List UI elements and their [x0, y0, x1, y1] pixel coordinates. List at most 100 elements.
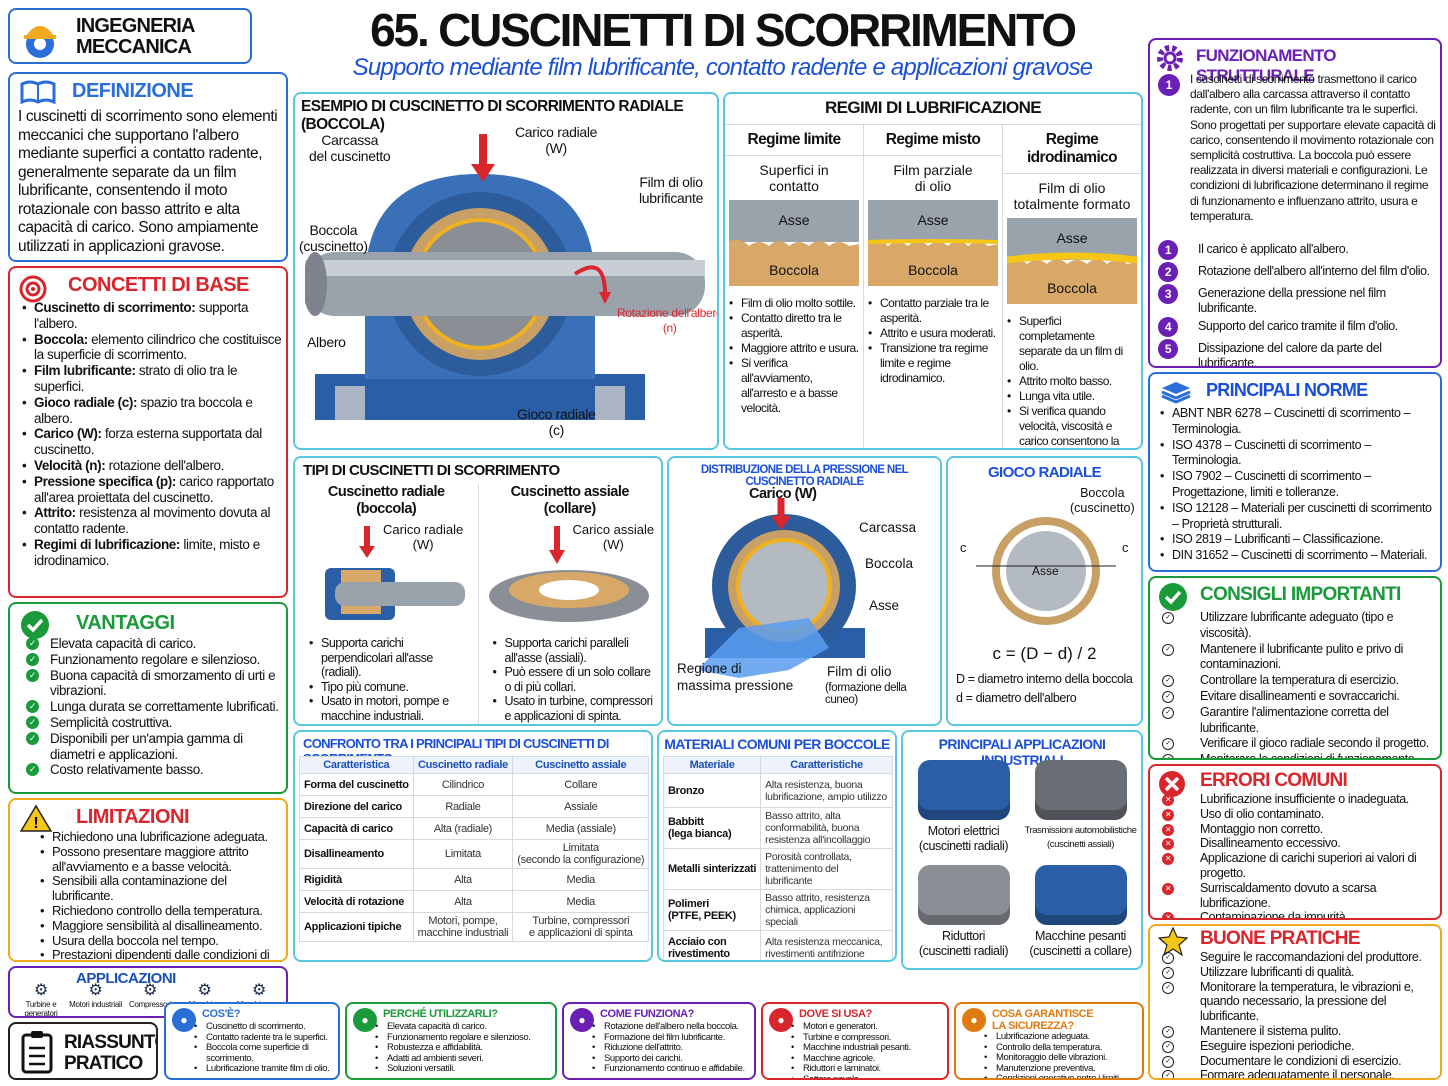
- footer-heading: DOVE SI USA?: [799, 1008, 872, 1020]
- pratica-item: ✓Seguire le raccomandazioni del produtto…: [1160, 950, 1440, 965]
- footer-item: Contatto radente tra le superfici.: [194, 1032, 338, 1044]
- tipo-item: Usato in motori, pompe e macchine indust…: [309, 694, 472, 723]
- footer-heading: PERCHÉ UTILIZZARLI?: [383, 1008, 498, 1020]
- tipo-carico: Carico radiale (W): [383, 522, 464, 552]
- footer-item: Elevata capacità di carico.: [375, 1021, 531, 1033]
- table-cell: Radiale: [412, 795, 514, 818]
- riassunto-box: RIASSUNTO PRATICO: [8, 1022, 158, 1080]
- pratica-text: Eseguire ispezioni periodiche.: [1200, 1038, 1355, 1053]
- consigli-heading: CONSIGLI IMPORTANTI: [1200, 584, 1401, 605]
- step-number-badge: 2: [1158, 262, 1178, 282]
- pressione-box: DISTRIBUZIONE DELLA PRESSIONE NEL CUSCIN…: [667, 456, 942, 726]
- concetto-term: Pressione specifica (p):: [34, 473, 176, 489]
- footer-heading: COME FUNZIONA?: [600, 1008, 695, 1020]
- pressione-carcassa: Carcassa: [859, 520, 917, 535]
- errore-text: Montaggio non corretto.: [1200, 821, 1323, 836]
- pressione-heading: DISTRIBUZIONE DELLA PRESSIONE NEL CUSCIN…: [700, 464, 909, 488]
- norma-item: ISO 7902 – Cuscinetti di scorrimento – P…: [1160, 469, 1440, 501]
- step-badge-intro: 1: [1158, 74, 1180, 96]
- vantaggi-box: VANTAGGI ✓Elevata capacità di carico.✓Fu…: [8, 602, 288, 794]
- limitazione-item: Sensibili alla contaminazione del lubrif…: [40, 874, 286, 904]
- table-header-cell: Caratteristiche: [760, 756, 893, 774]
- table-cell: Porosità controllata, trattenimento del …: [760, 848, 893, 890]
- regime-item: Maggiore attrito e usura.: [729, 341, 859, 356]
- errore-text: Lubrificazione insufficiente o inadeguat…: [1200, 792, 1409, 806]
- pressione-carico: Carico (W): [749, 486, 817, 502]
- gioco-diagram: [976, 517, 1116, 625]
- book-icon: [20, 80, 56, 109]
- app-industriale-item: Motori elettrici (cuscinetti radiali): [905, 756, 1022, 861]
- check-icon: ✓: [26, 637, 39, 650]
- gioco-legend2: d = diametro dell'albero: [956, 691, 1077, 705]
- regime-item: Transizione tra regime limite e regime i…: [868, 341, 998, 386]
- footer-item: Turbine e compressori.: [791, 1032, 911, 1044]
- check-icon: ✓: [26, 700, 39, 714]
- table-cell: Media: [512, 868, 650, 891]
- check-outline-icon: ✓: [1162, 1040, 1174, 1053]
- norme-heading: PRINCIPALI NORME: [1206, 380, 1368, 400]
- regime-asse: Asse: [1056, 230, 1088, 246]
- label-carcassa: Carcassa del cuscinetto: [309, 132, 391, 164]
- footer-icon: ●: [769, 1008, 793, 1032]
- concetto-term: Carico (W):: [34, 426, 102, 442]
- table-cell: Direzione del carico: [299, 795, 414, 818]
- funzionamento-intro: I cuscinetti di scorrimento trasmettono …: [1190, 72, 1436, 223]
- gioco-formula: c = (D − d) / 2: [992, 644, 1097, 663]
- pump-icon: [1034, 865, 1127, 925]
- consiglio-text: Garantire l'alimentazione corretta del l…: [1200, 704, 1389, 735]
- footer-icon: ●: [962, 1008, 986, 1032]
- table-cell: Limitata: [412, 839, 514, 869]
- label-film: Film di olio lubrificante: [639, 174, 704, 206]
- tipo-carico: Carico assiale (W): [572, 522, 655, 552]
- tipo-item: Usato in turbine, compressori e applicaz…: [493, 694, 656, 723]
- pratiche-list: ✓Seguire le raccomandazioni del produtto…: [1160, 950, 1440, 1078]
- brand-box: INGEGNERIA MECCANICA: [8, 8, 252, 64]
- footer-card: ●COS'È?Cuscinetto di scorrimento.Contatt…: [164, 1002, 340, 1080]
- errore-item: ✕Contaminazione da impurità.: [1160, 910, 1440, 918]
- check-outline-icon: ✓: [1162, 952, 1174, 964]
- gioco-heading: GIOCO RADIALE: [987, 464, 1102, 481]
- errore-text: Surriscaldamento dovuto a scarsa lubrifi…: [1200, 880, 1377, 910]
- table-cell: Basso attrito, resistenza chimica, appli…: [760, 889, 893, 931]
- x-circle-icon: ✕: [1162, 808, 1174, 821]
- riassunto-label2: PRATICO: [64, 1053, 143, 1074]
- regime-items: Superfici completamente separate da un f…: [1007, 314, 1137, 448]
- funzionamento-box: FUNZIONAMENTO STRUTTURALE 1 I cuscinetti…: [1148, 38, 1442, 368]
- errori-heading: ERRORI COMUNI: [1200, 770, 1348, 791]
- pratica-item: ✓Monitorare la temperatura, le vibrazion…: [1160, 980, 1440, 1024]
- table-cell: Motori, pompe, macchine industriali: [412, 912, 514, 942]
- applicazioni-mini-box: APPLICAZIONI ⚙Turbine e generatori⚙Motor…: [8, 966, 288, 1018]
- reducer-icon: [917, 865, 1010, 925]
- norme-box: PRINCIPALI NORME ABNT NBR 6278 – Cuscine…: [1148, 372, 1442, 572]
- footer-item: Funzionamento continuo e affidabile.: [592, 1063, 745, 1075]
- page-subtitle: Supporto mediante film lubrificante, con…: [352, 54, 1093, 81]
- consiglio-text: Verificare il gioco radiale secondo il p…: [1200, 736, 1429, 751]
- limitazioni-list: Richiedono una lubrificazione adeguata.P…: [40, 829, 286, 960]
- table-cell: Acciaio con rivestimento: [662, 930, 762, 960]
- tipi-columns: Cuscinetto radiale (boccola)Carico radia…: [295, 484, 661, 724]
- concetto-desc: strato di olio tra le superfici.: [34, 363, 238, 394]
- vantaggio-item: ✓Lunga durata se correttamente lubrifica…: [24, 699, 286, 715]
- concetto-term: Regimi di lubrificazione:: [34, 536, 181, 552]
- footer-item: Boccola come superficie di scorrimento.: [194, 1042, 338, 1064]
- footer-item: Controllo della temperatura.: [984, 1042, 1121, 1054]
- x-circle-icon: ✕: [1162, 912, 1174, 918]
- gioco-c-left: c: [960, 540, 967, 555]
- gioco-asse: Asse: [1032, 564, 1059, 578]
- pratica-item: ✓Mantenere il sistema pulito.: [1160, 1024, 1440, 1039]
- riassunto-label1: RIASSUNTO: [64, 1032, 158, 1053]
- check-outline-icon: ✓: [1162, 675, 1174, 688]
- vantaggio-text: Buona capacità di smorzamento di urti e …: [50, 667, 276, 699]
- footer-item: Riduzione dell'attrito.: [592, 1042, 745, 1054]
- table-cell: Alta resistenza, buona lubrificazione, a…: [760, 773, 893, 808]
- table-row: Babbitt (lega bianca)Basso attrito, alta…: [662, 807, 893, 849]
- regimi-heading: REGIMI DI LUBRIFICAZIONE: [824, 98, 1042, 117]
- limitazioni-box: ! LIMITAZIONI Richiedono una lubrificazi…: [8, 798, 288, 962]
- concetto-item: Gioco radiale (c): spazio tra boccola e …: [22, 395, 284, 427]
- tipi-heading: TIPI DI CUSCINETTI DI SCORRIMENTO: [303, 462, 560, 479]
